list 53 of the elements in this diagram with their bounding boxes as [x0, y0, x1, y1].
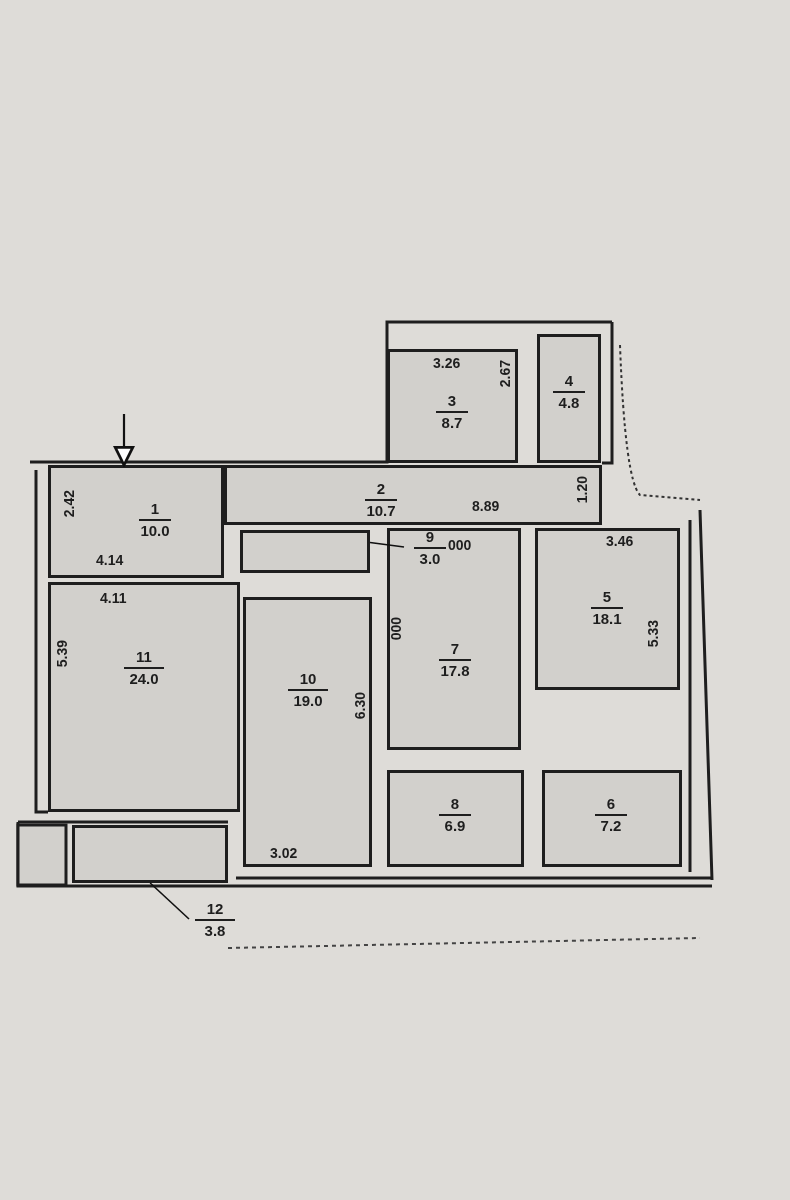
room-outline: [387, 349, 518, 463]
dimension-label: 3.26: [433, 355, 461, 371]
room-number: 10: [287, 670, 329, 691]
dimension-label: 4.11: [100, 590, 127, 606]
dimension-label: 6.30: [352, 692, 368, 720]
leader-line: [369, 541, 405, 548]
arrow: [113, 414, 135, 467]
dimension-label: 2.42: [61, 490, 77, 518]
dimension-label: 3.02: [270, 845, 298, 861]
room-area: 17.8: [440, 661, 470, 680]
room-area: 10.0: [140, 521, 170, 540]
room-area: 8.7: [441, 413, 463, 432]
room-area: 6.9: [444, 816, 466, 835]
room-number: 5: [590, 588, 624, 609]
room-outline: [542, 770, 682, 867]
room-area: 3.8: [204, 921, 226, 940]
room-area: 7.2: [600, 816, 622, 835]
room-number: 1: [138, 500, 172, 521]
room-area: 4.8: [558, 393, 580, 412]
room-outline: [387, 528, 521, 750]
room-area: 18.1: [592, 609, 622, 628]
dimension-label: 2.67: [497, 360, 513, 388]
storage-room: [240, 530, 370, 573]
dimension-label: 5.39: [54, 640, 70, 668]
room-area: 10.7: [366, 501, 396, 520]
balcony: [72, 825, 228, 883]
room-outline: [537, 334, 601, 463]
room-outline: [224, 465, 602, 525]
room-number: 3: [435, 392, 469, 413]
dimension-label: 8.89: [472, 498, 500, 514]
room-number: 7: [438, 640, 472, 661]
room-number: 11: [124, 648, 164, 669]
room-outline: [48, 582, 240, 812]
room-outline: [387, 770, 524, 867]
room-outline: [48, 465, 224, 578]
room-outline: [535, 528, 680, 690]
room-number: 6: [594, 795, 628, 816]
leader-line: [149, 882, 190, 920]
dimension-label: 000: [448, 537, 472, 553]
dimension-label: 1.20: [574, 476, 590, 504]
room-area: 3.0: [419, 549, 441, 568]
dimension-label: 3.46: [606, 533, 634, 549]
dimension-label: 000: [388, 617, 404, 641]
room-number: 9: [413, 528, 447, 549]
room-outline: [243, 597, 372, 867]
room-area: 19.0: [293, 691, 323, 710]
room-number: 12: [194, 900, 236, 921]
dimension-label: 5.33: [645, 620, 661, 648]
room-number: 2: [364, 480, 398, 501]
room-area: 24.0: [129, 669, 159, 688]
room-number: 4: [552, 372, 586, 393]
dimension-label: 4.14: [96, 552, 124, 568]
room-number: 8: [438, 795, 472, 816]
